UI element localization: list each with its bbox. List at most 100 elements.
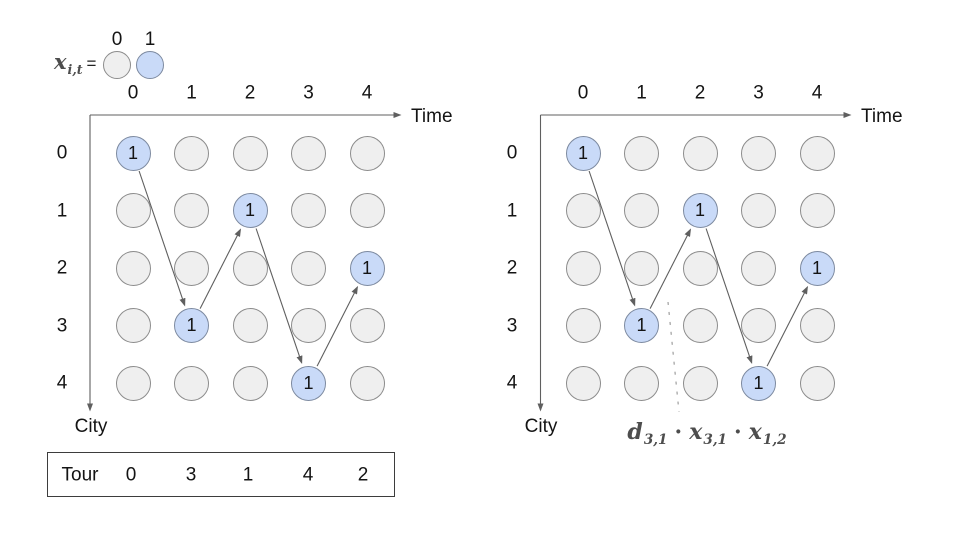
right-city-tick-4: 4 xyxy=(506,372,518,394)
city-axis-label: City xyxy=(524,416,558,437)
left-cell-city4-time3: 1 xyxy=(291,365,326,401)
right-cell-city4-time0 xyxy=(565,365,601,401)
right-cell-city2-time1 xyxy=(624,250,659,286)
left-time-tick-2: 2 xyxy=(244,82,256,104)
left-time-tick-3: 3 xyxy=(303,82,314,104)
annotation-dashed-line xyxy=(667,301,680,413)
right-cell-city1-time0 xyxy=(565,193,601,228)
left-cell-city0-time2 xyxy=(232,135,268,171)
right-time-tick-3: 3 xyxy=(753,82,764,104)
tour-value: 0 xyxy=(125,464,137,485)
term-d31: d3,1 xyxy=(627,419,668,449)
left-cell-city1-time4 xyxy=(349,193,385,228)
left-city-tick-3: 3 xyxy=(56,315,68,336)
left-tour-arrow-2 xyxy=(255,228,303,365)
tour-value: 4 xyxy=(302,464,314,485)
term-x31: x3,1 xyxy=(689,419,728,449)
right-tour-arrow-1 xyxy=(649,228,691,309)
left-cell-city3-time4 xyxy=(349,308,385,343)
right-cell-city2-time2 xyxy=(682,250,718,286)
right-city-tick-2: 2 xyxy=(506,257,518,279)
left-tour-arrow-0 xyxy=(138,170,186,307)
left-cell-city4-time4 xyxy=(349,365,385,401)
right-city-tick-0: 0 xyxy=(506,142,518,164)
right-city-tick-1: 1 xyxy=(506,200,518,221)
right-cell-city4-time4 xyxy=(799,365,835,401)
tour-value: 1 xyxy=(242,464,254,485)
left-cell-city2-time4: 1 xyxy=(349,250,385,286)
left-time-tick-4: 4 xyxy=(361,82,373,104)
left-time-tick-1: 1 xyxy=(186,82,197,104)
left-cell-city1-time3 xyxy=(291,193,326,228)
right-cell-city4-time1 xyxy=(624,365,659,401)
right-tour-arrow-2 xyxy=(705,228,753,365)
right-cell-city4-time3: 1 xyxy=(741,365,776,401)
right-tour-arrow-3 xyxy=(766,285,808,367)
left-city-tick-1: 1 xyxy=(56,200,68,221)
left-cell-city0-time1 xyxy=(174,135,209,171)
legend-zero-label: 0 xyxy=(111,29,123,50)
time-axis-label: Time xyxy=(861,106,903,127)
right-time-tick-2: 2 xyxy=(694,82,706,104)
term-x12: x1,2 xyxy=(748,419,787,449)
legend-option-zero: 0 xyxy=(103,29,131,79)
multiplication-dot: · xyxy=(734,419,742,445)
right-cell-city0-time4 xyxy=(799,135,835,171)
right-cell-city2-time4: 1 xyxy=(799,250,835,286)
left-cell-city4-time2 xyxy=(232,365,268,401)
right-cell-city0-time0: 1 xyxy=(565,135,601,171)
tour-table: Tour 0 3 1 4 2 xyxy=(47,452,395,497)
left-cell-city1-time1 xyxy=(174,193,209,228)
right-cell-city3-time1: 1 xyxy=(624,308,659,343)
right-time-tick-0: 0 xyxy=(577,82,589,104)
multiplication-dot: · xyxy=(674,419,683,445)
left-cell-city3-time3 xyxy=(291,308,326,343)
left-cell-city4-time0 xyxy=(115,365,151,401)
left-city-tick-0: 0 xyxy=(56,142,68,164)
legend-circle-off xyxy=(103,51,131,79)
right-cell-city3-time3 xyxy=(741,308,776,343)
city-axis-label: City xyxy=(74,416,108,437)
left-cell-city1-time0 xyxy=(115,193,151,228)
left-city-tick-4: 4 xyxy=(56,372,68,394)
left-cell-city2-time1 xyxy=(174,250,209,286)
distance-term-annotation: d3,1·x3,1·x1,2 xyxy=(627,419,786,448)
left-time-tick-0: 0 xyxy=(127,82,139,104)
right-cell-city2-time0 xyxy=(565,250,601,286)
left-cell-city3-time0 xyxy=(115,308,151,343)
left-cell-city0-time4 xyxy=(349,135,385,171)
cell-value-legend: xi,t= 0 1 xyxy=(54,29,174,85)
left-city-tick-2: 2 xyxy=(56,257,68,279)
left-cell-city0-time3 xyxy=(291,135,326,171)
right-time-tick-4: 4 xyxy=(811,82,823,104)
left-tour-arrow-3 xyxy=(316,285,358,367)
right-cell-city4-time2 xyxy=(682,365,718,401)
left-tour-arrow-1 xyxy=(199,228,241,309)
tour-value: 2 xyxy=(357,464,369,485)
left-cell-city4-time1 xyxy=(174,365,209,401)
left-cell-city2-time0 xyxy=(115,250,151,286)
right-cell-city3-time0 xyxy=(565,308,601,343)
right-cell-city3-time2 xyxy=(682,308,718,343)
left-cell-city2-time3 xyxy=(291,250,326,286)
left-cell-city1-time2: 1 xyxy=(232,193,268,228)
time-axis-label: Time xyxy=(411,106,453,127)
legend-circle-on xyxy=(136,51,164,79)
left-cell-city2-time2 xyxy=(232,250,268,286)
equals-sign: = xyxy=(86,54,97,73)
right-cell-city1-time4 xyxy=(799,193,835,228)
legend-one-label: 1 xyxy=(144,29,156,50)
left-cell-city3-time1: 1 xyxy=(174,308,209,343)
legend-option-one: 1 xyxy=(136,29,164,79)
right-cell-city0-time2 xyxy=(682,135,718,171)
right-cell-city0-time1 xyxy=(624,135,659,171)
right-tour-arrow-0 xyxy=(588,170,636,307)
right-cell-city0-time3 xyxy=(741,135,776,171)
legend-variable: xi,t= xyxy=(54,49,97,78)
right-cell-city3-time4 xyxy=(799,308,835,343)
right-time-tick-1: 1 xyxy=(636,82,647,104)
right-cell-city1-time3 xyxy=(741,193,776,228)
right-cell-city1-time2: 1 xyxy=(682,193,718,228)
